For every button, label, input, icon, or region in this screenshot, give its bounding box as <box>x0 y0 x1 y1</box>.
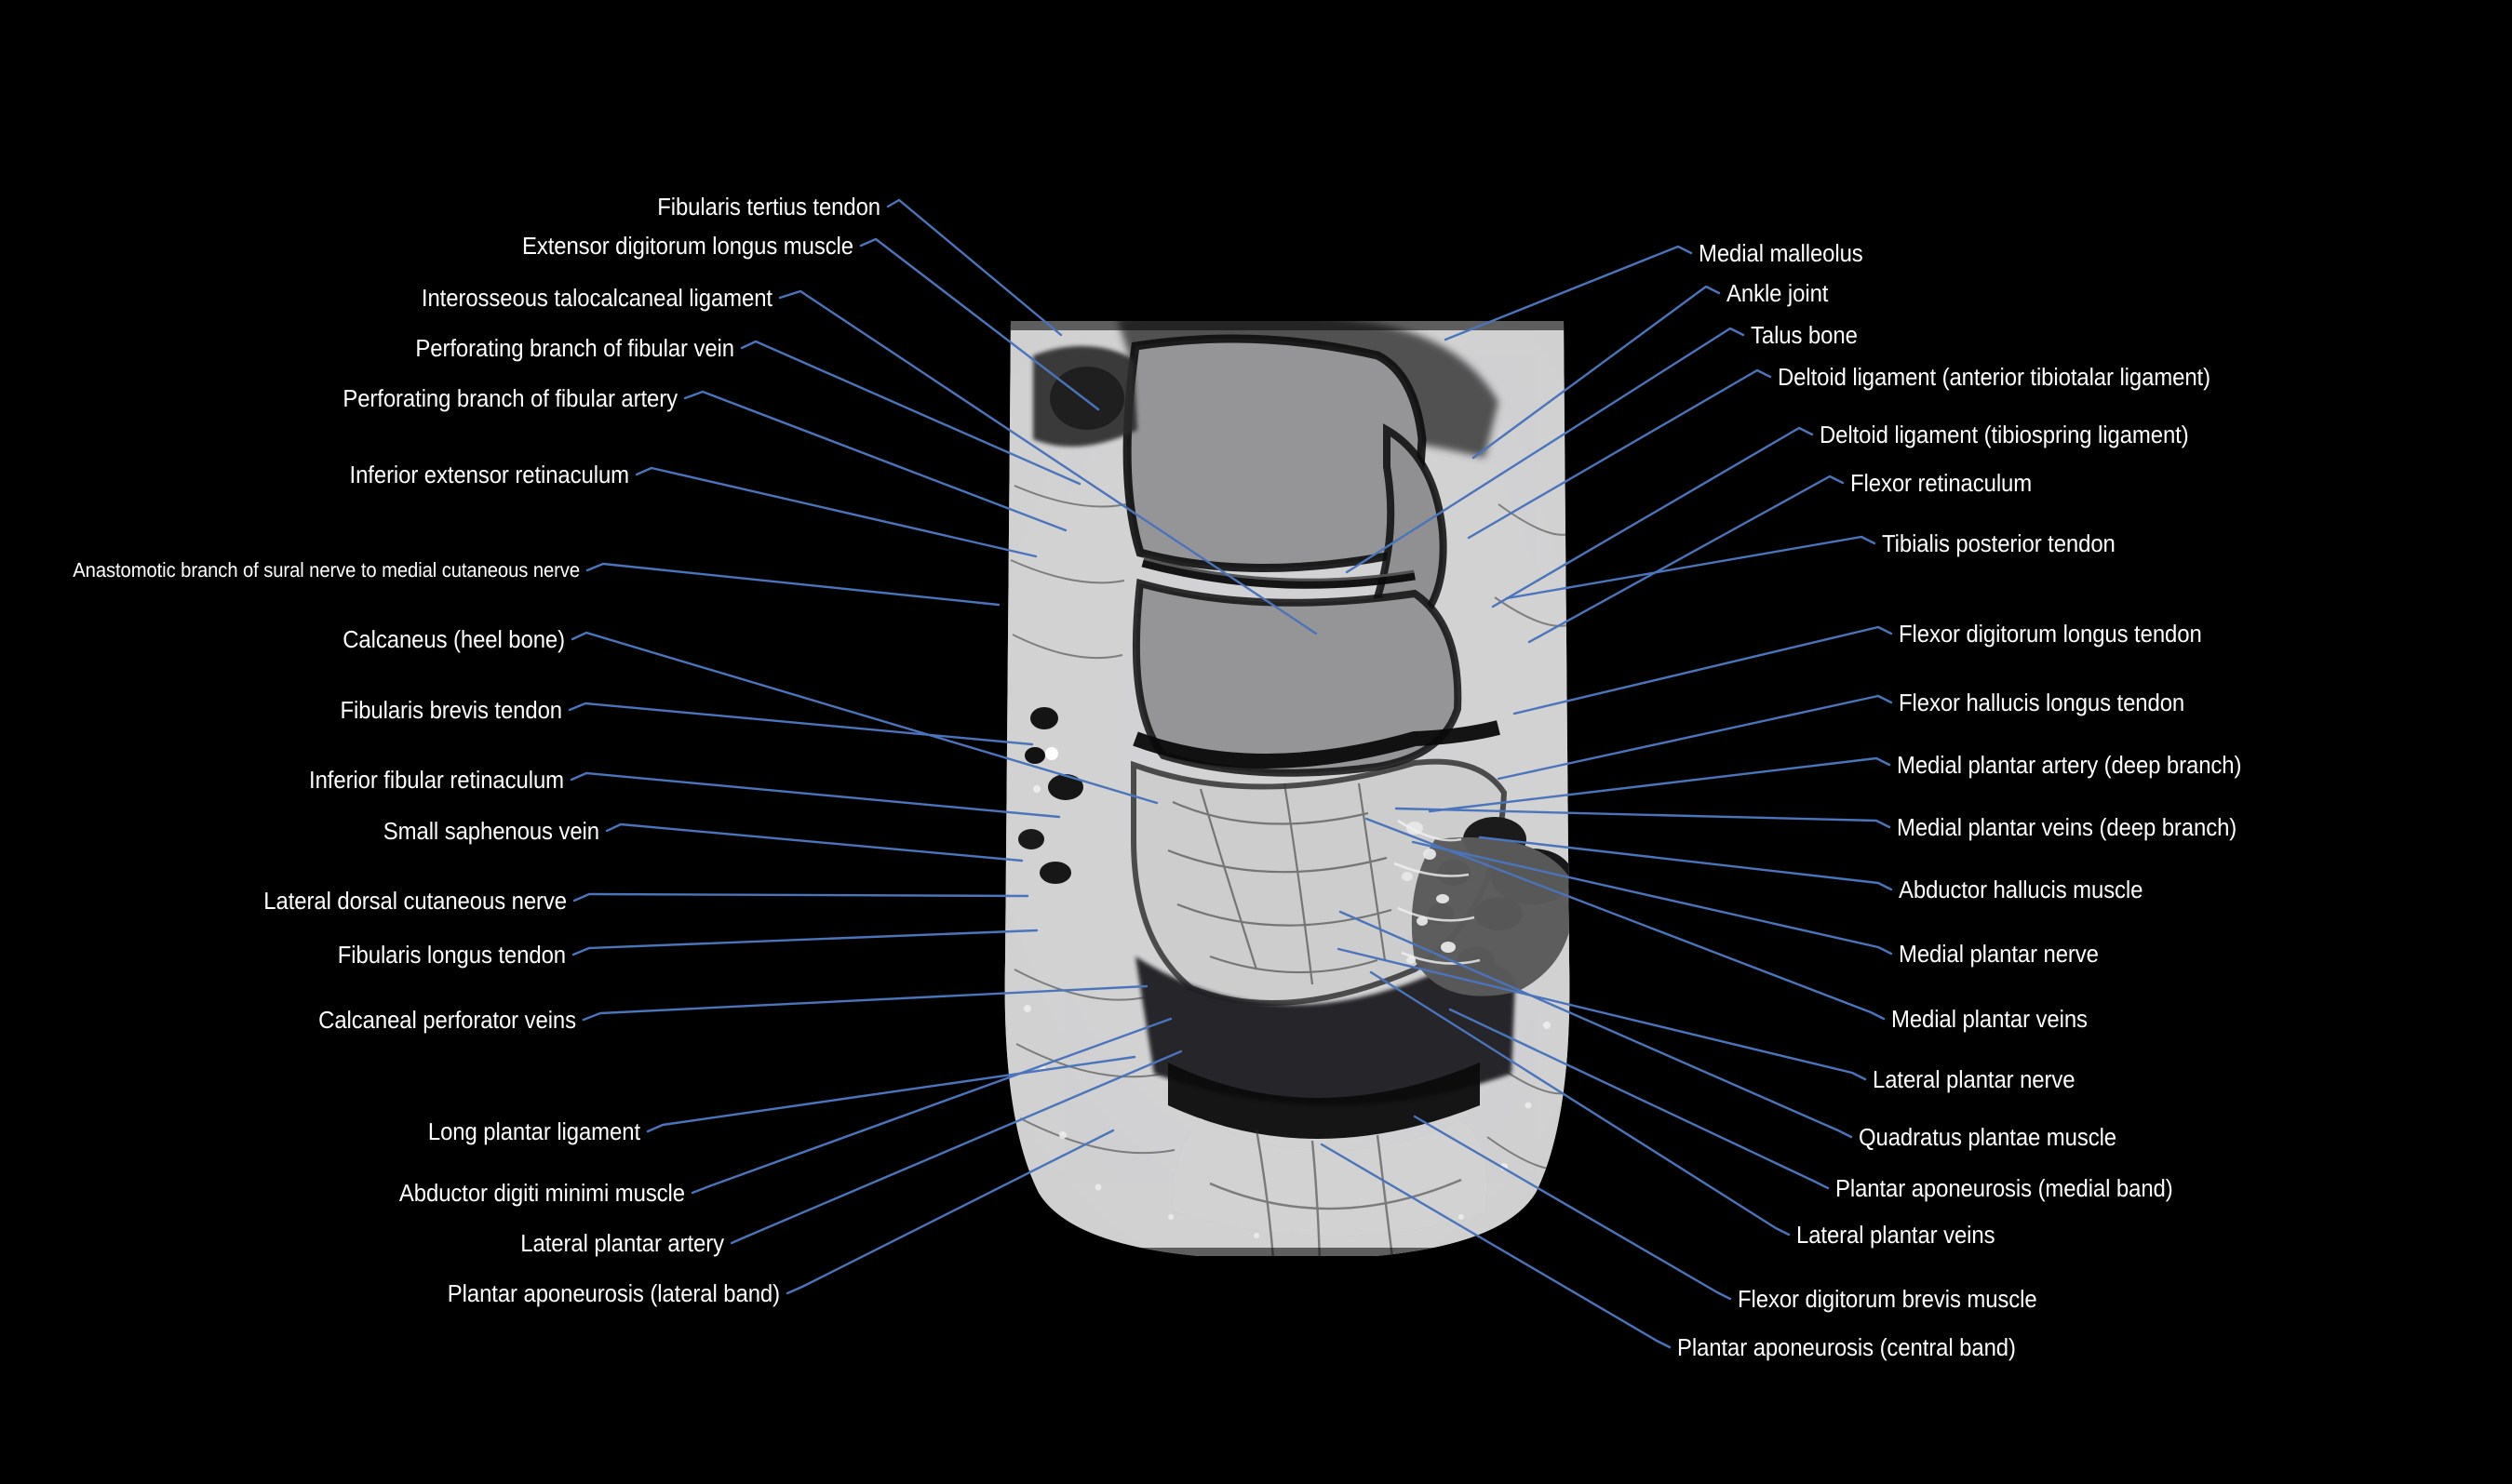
label-flexor-digitorum-longus-tendon: Flexor digitorum longus tendon <box>1899 620 2202 648</box>
label-ankle-joint: Ankle joint <box>1726 279 1829 307</box>
label-small-saphenous-vein: Small saphenous vein <box>383 817 599 845</box>
label-talus-bone: Talus bone <box>1751 321 1858 349</box>
label-anastomotic-branch-of-sural-nerve-to-medial-cutaneous-nerve: Anastomotic branch of sural nerve to med… <box>73 558 580 582</box>
leader-fibularis-brevis-tendon <box>568 702 1034 746</box>
label-abductor-digiti-minimi-muscle: Abductor digiti minimi muscle <box>398 1179 685 1207</box>
label-lateral-dorsal-cutaneous-nerve: Lateral dorsal cutaneous nerve <box>263 887 567 915</box>
label-calcaneus-heel-bone: Calcaneus (heel bone) <box>343 625 565 653</box>
label-medial-plantar-veins: Medial plantar veins <box>1891 1005 2088 1033</box>
label-perforating-branch-of-fibular-artery: Perforating branch of fibular artery <box>343 384 678 412</box>
label-perforating-branch-of-fibular-vein: Perforating branch of fibular vein <box>415 334 734 362</box>
label-flexor-hallucis-longus-tendon: Flexor hallucis longus tendon <box>1899 689 2185 716</box>
leader-anastomotic-branch-of-sural-nerve-to-medial-cutaneous-nerve <box>585 562 1001 607</box>
label-quadratus-plantae-muscle: Quadratus plantae muscle <box>1859 1123 2117 1151</box>
label-lateral-plantar-veins: Lateral plantar veins <box>1796 1221 1995 1249</box>
label-medial-plantar-nerve: Medial plantar nerve <box>1899 940 2099 968</box>
leader-fibularis-longus-tendon <box>571 929 1039 956</box>
label-fibularis-brevis-tendon: Fibularis brevis tendon <box>340 696 562 724</box>
label-deltoid-ligament-anterior-tibiotalar-ligament: Deltoid ligament (anterior tibiotalar li… <box>1778 363 2211 391</box>
label-tibialis-posterior-tendon: Tibialis posterior tendon <box>1882 529 2116 557</box>
label-plantar-aponeurosis-central-band: Plantar aponeurosis (central band) <box>1677 1333 2016 1361</box>
label-lateral-plantar-artery: Lateral plantar artery <box>520 1229 724 1257</box>
label-inferior-extensor-retinaculum: Inferior extensor retinaculum <box>349 461 630 488</box>
leader-small-saphenous-vein <box>605 822 1024 862</box>
ankle-mri-coronal <box>977 318 1597 1260</box>
label-plantar-aponeurosis-lateral-band: Plantar aponeurosis (lateral band) <box>447 1279 780 1307</box>
label-calcaneal-perforator-veins: Calcaneal perforator veins <box>318 1006 576 1034</box>
mri-image <box>977 318 1597 1260</box>
label-interosseous-talocalcaneal-ligament: Interosseous talocalcaneal ligament <box>421 284 772 312</box>
leader-fibularis-tertius-tendon <box>886 198 1063 337</box>
label-medial-malleolus: Medial malleolus <box>1699 239 1863 267</box>
label-lateral-plantar-nerve: Lateral plantar nerve <box>1873 1065 2075 1093</box>
label-fibularis-longus-tendon: Fibularis longus tendon <box>337 941 566 969</box>
label-deltoid-ligament-tibiospring-ligament: Deltoid ligament (tibiospring ligament) <box>1820 421 2189 448</box>
label-medial-plantar-veins-deep-branch: Medial plantar veins (deep branch) <box>1897 813 2237 841</box>
leader-inferior-extensor-retinaculum <box>635 466 1038 558</box>
label-long-plantar-ligament: Long plantar ligament <box>427 1117 640 1145</box>
label-flexor-digitorum-brevis-muscle: Flexor digitorum brevis muscle <box>1738 1285 2037 1313</box>
label-inferior-fibular-retinaculum: Inferior fibular retinaculum <box>309 766 564 794</box>
label-abductor-hallucis-muscle: Abductor hallucis muscle <box>1899 876 2143 903</box>
label-plantar-aponeurosis-medial-band: Plantar aponeurosis (medial band) <box>1835 1174 2173 1202</box>
label-medial-plantar-artery-deep-branch: Medial plantar artery (deep branch) <box>1897 751 2242 779</box>
leader-lateral-dorsal-cutaneous-nerve <box>572 892 1029 902</box>
label-extensor-digitorum-longus-muscle: Extensor digitorum longus muscle <box>521 232 853 260</box>
label-flexor-retinaculum: Flexor retinaculum <box>1850 469 2033 497</box>
label-fibularis-tertius-tendon: Fibularis tertius tendon <box>657 193 880 221</box>
